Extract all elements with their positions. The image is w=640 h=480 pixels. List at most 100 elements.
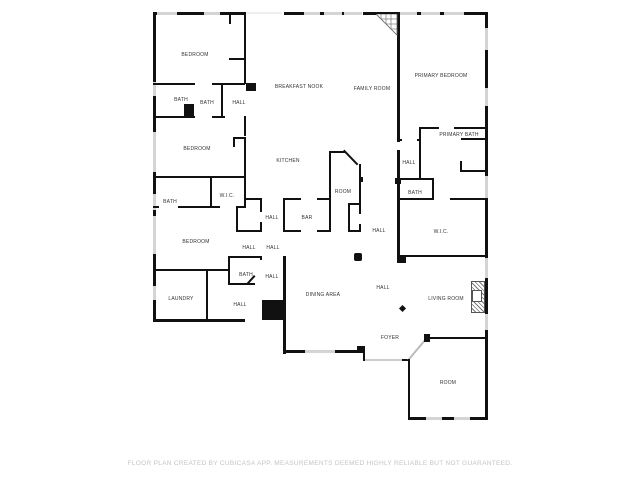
wall [317,230,331,232]
wall [397,12,400,142]
wall [284,12,304,15]
wall [206,269,228,271]
wall [229,14,231,24]
wall [283,350,305,353]
window [344,12,362,15]
room-label: HALL [265,274,279,280]
window [399,12,417,15]
window [485,28,488,50]
room-label: LAUNDRY [168,296,194,302]
room-label: W.I.C. [433,229,449,235]
wall [485,106,488,176]
wall [359,164,361,214]
wall [236,206,246,208]
wall [212,83,245,85]
wall [485,330,488,420]
window [426,417,442,420]
room-label: BATH [408,190,422,196]
room-label: ROOM [334,189,352,195]
wall [260,256,262,260]
wall [153,210,156,216]
wall [153,269,208,271]
wall [343,149,359,166]
wall [283,198,285,232]
window [153,286,156,300]
wall [397,178,433,180]
window [304,12,320,15]
wall [485,50,488,88]
room-label: KITCHEN [276,158,300,164]
wall [397,139,402,141]
wall [442,417,454,420]
room-label: FAMILY ROOM [353,86,391,92]
window [485,88,488,106]
window [246,12,282,14]
window [444,12,464,15]
room-label: LIVING ROOM [428,296,464,302]
fixture [184,104,194,117]
room-label: PRIMARY BEDROOM [414,73,468,79]
wall [363,348,365,361]
room-label: FOYER [380,335,400,341]
room-label: BEDROOM [181,52,209,58]
stairs-icon [376,14,398,36]
wall [329,151,331,232]
room-label: BATH [163,199,177,205]
wall [221,83,223,117]
column [354,253,362,261]
wall [429,337,486,339]
wall [206,269,208,321]
room-label: BEDROOM [182,239,210,245]
wall [244,198,262,200]
wall [177,12,204,15]
window [485,176,488,198]
wall [236,206,238,230]
fireplace-hearth [472,290,482,302]
window [204,12,220,15]
disclaimer-footer: FLOOR PLAN CREATED BY CUBICASA APP. MEAS… [127,460,513,467]
room-label: HALL [372,228,386,234]
window [324,12,342,15]
wall [408,359,410,420]
wall [244,137,246,207]
wall [450,198,487,200]
wall [363,12,399,15]
room-label: HALL [233,302,247,308]
wall [419,127,439,129]
room-label: DINING AREA [305,292,341,298]
wall [228,283,255,285]
room-label: HALL [242,245,256,251]
window [153,216,156,254]
wall [320,12,324,15]
wall [153,319,245,322]
wall [283,230,301,232]
wall [153,12,156,82]
wall [417,139,421,141]
column [397,255,406,263]
wall [408,417,426,420]
room-label: BEDROOM [183,146,211,152]
wall [153,300,156,322]
column [246,83,256,91]
wall [210,176,212,207]
wall [233,137,245,139]
wall [397,198,433,200]
wall [348,230,360,232]
window [153,194,156,210]
wall [329,151,345,153]
wall [335,350,365,353]
room-label: ROOM [439,380,457,386]
wall [485,198,488,258]
front-door [365,359,405,361]
wall [461,138,487,140]
window [485,258,488,278]
wall [432,178,434,200]
wall [153,176,245,178]
wall [236,230,262,232]
wall [402,359,410,361]
wall [460,170,487,172]
wall [397,255,485,257]
window [454,417,470,420]
room-label: BAR [301,215,313,221]
